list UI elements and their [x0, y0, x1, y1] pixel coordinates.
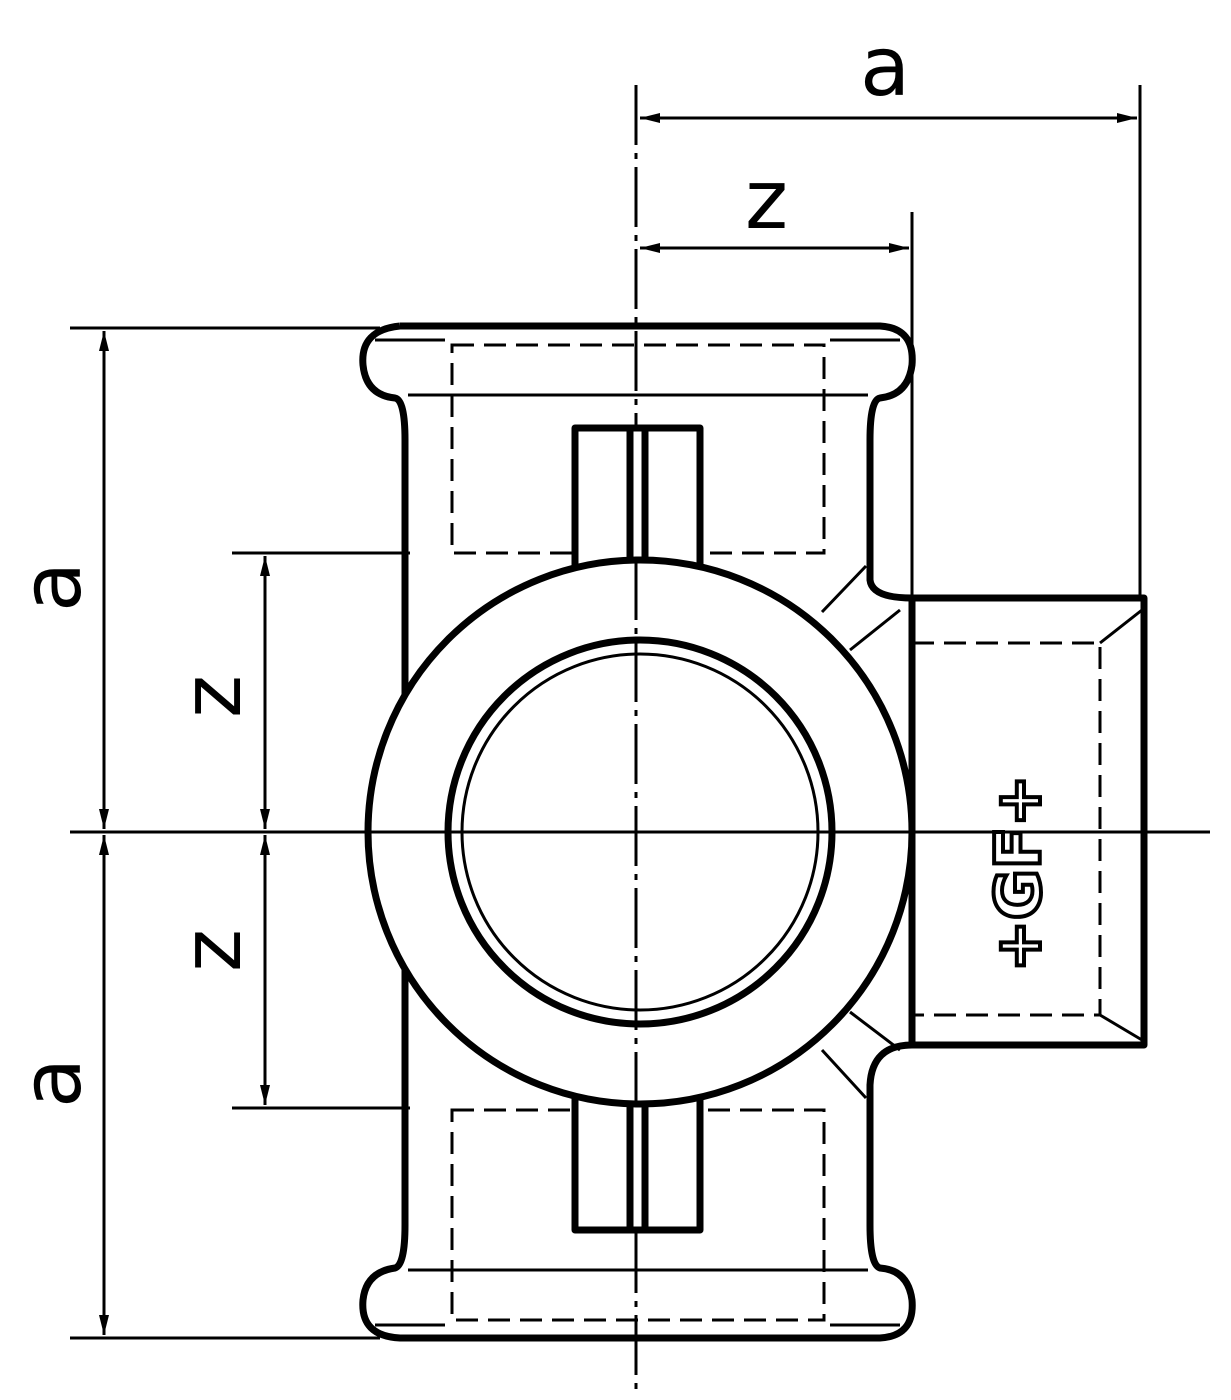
top-flange [359, 322, 916, 1342]
label-left-upper-a: a [5, 562, 100, 612]
top-thread [450, 343, 826, 555]
label-left-upper-z: z [165, 675, 260, 718]
label-left-lower-a: a [5, 1058, 100, 1108]
gf-logo: +GF+ [982, 775, 1055, 972]
label-left-lower-z: z [165, 929, 260, 972]
top-rib [571, 424, 704, 582]
label-top-a: a [860, 20, 910, 115]
label-top-z: z [745, 153, 788, 248]
bottom-thread [450, 1108, 826, 1322]
bottom-rib [571, 1081, 704, 1234]
